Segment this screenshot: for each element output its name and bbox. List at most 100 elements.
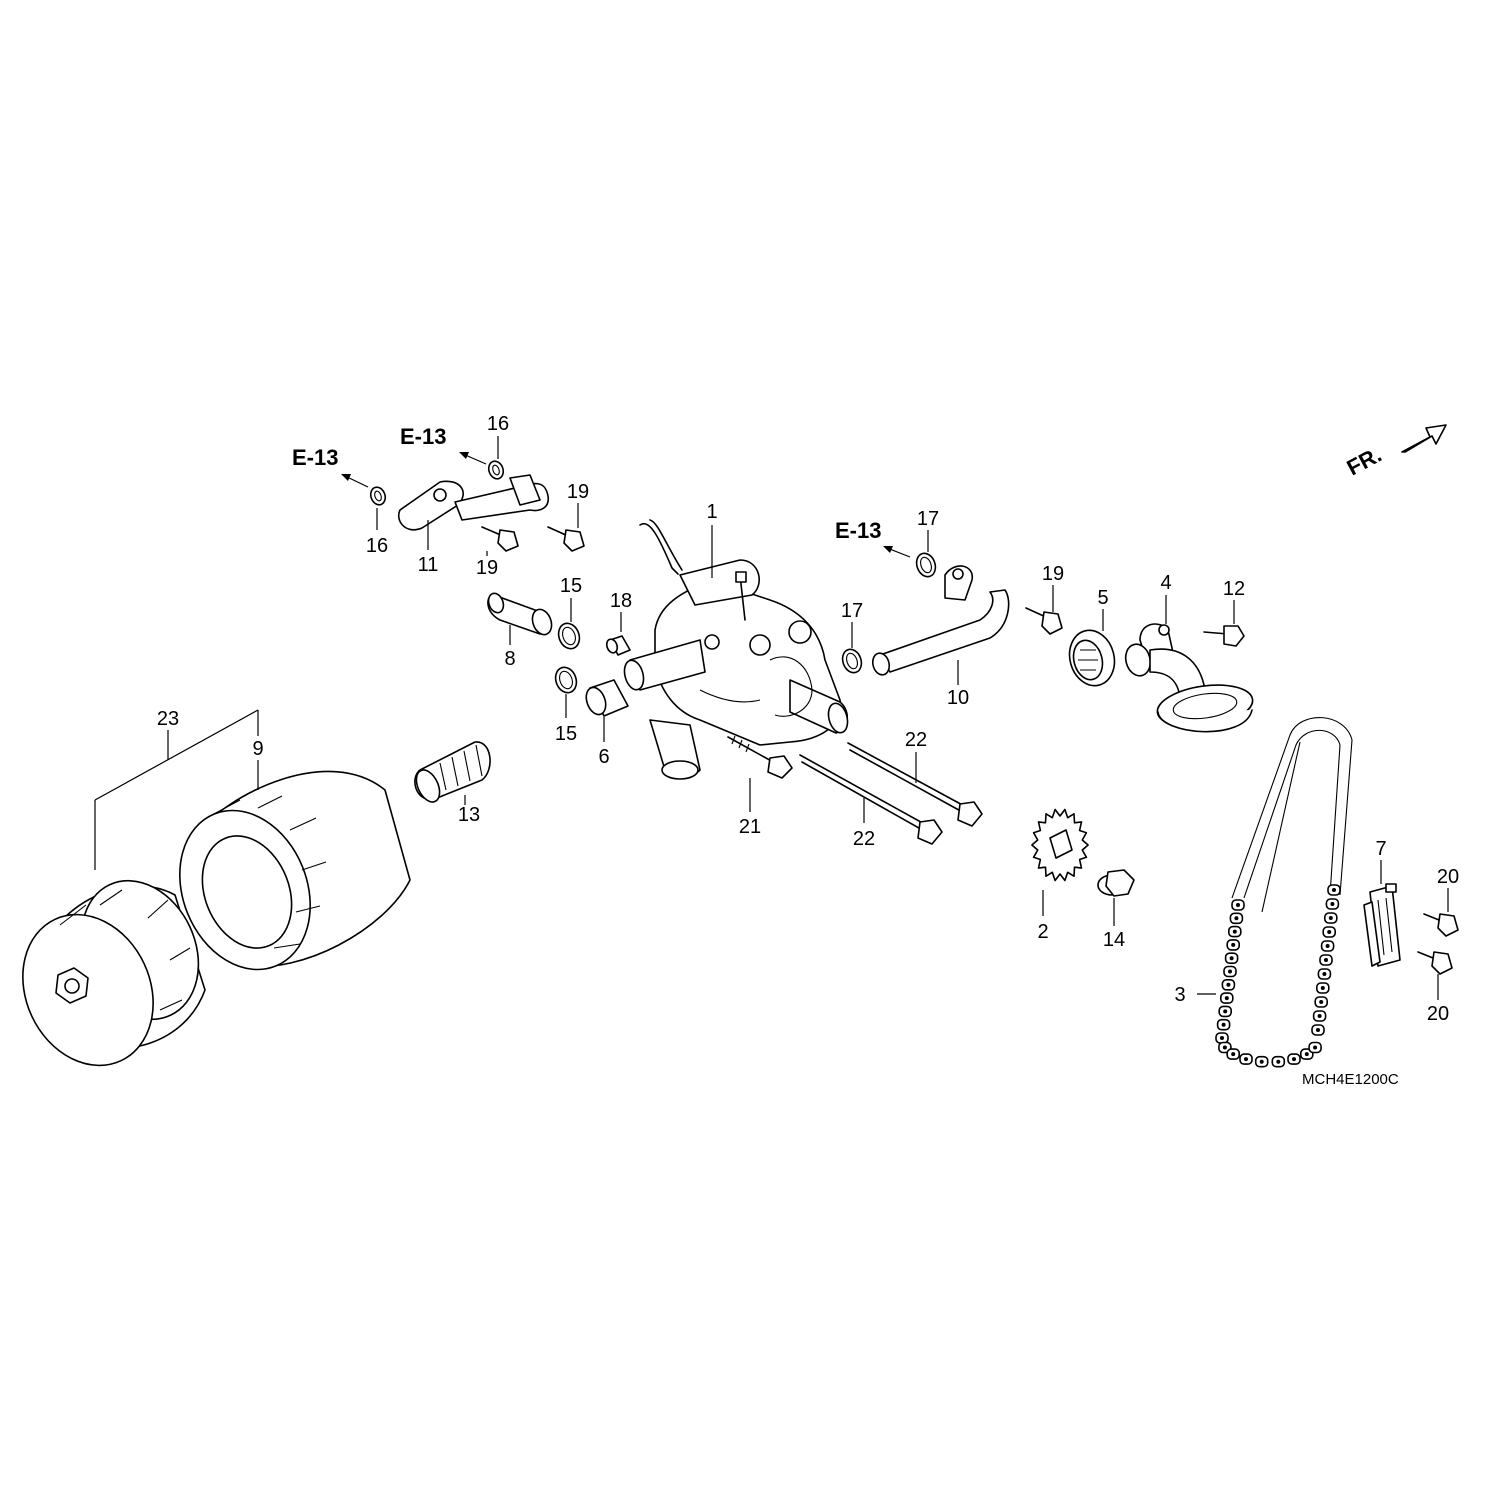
nipple-13 [414, 741, 491, 805]
o-ring-16-top [487, 436, 505, 480]
bolt-22-top [847, 742, 983, 827]
pump-boss-1 [788, 620, 812, 644]
o-ring-17-top [915, 530, 937, 578]
callout-10: 10 [947, 687, 969, 709]
o-ring-bore [492, 464, 500, 476]
chain-pin [1223, 1009, 1228, 1014]
callout-19-mid: 19 [1042, 563, 1064, 585]
bolt-head [497, 529, 519, 552]
bolt-14 [1097, 869, 1135, 926]
chain-outline-inner [1243, 729, 1341, 899]
ref-group-left: E-13 [292, 445, 369, 488]
callout-16-left: 16 [366, 535, 388, 557]
nipple-threads [439, 744, 483, 791]
bolt-head [1105, 869, 1135, 897]
ref-group-mid: E-13 [835, 518, 911, 558]
chain-pin [1327, 930, 1332, 934]
callout-13: 13 [458, 804, 480, 826]
chain-pin [1324, 958, 1328, 962]
bolt-head [917, 819, 943, 845]
chain-links [1215, 884, 1341, 1068]
callout-15-top: 15 [560, 575, 582, 597]
housing-flutes [59, 889, 191, 1011]
pipe-joint [509, 474, 541, 506]
chain-pin [1316, 1028, 1320, 1032]
pump-breather-tube-inner [649, 519, 683, 571]
relief-valve-8 [487, 592, 553, 645]
callout-21: 21 [739, 816, 761, 838]
bolt-head [563, 529, 585, 552]
filter-inner-ring [201, 835, 293, 949]
o-ring [554, 666, 578, 694]
flange-hole [1158, 624, 1170, 636]
arrow-head-icon [459, 452, 469, 459]
o-ring-bore [559, 670, 573, 690]
chain-pin [1330, 902, 1335, 906]
bolt-head [1431, 951, 1453, 975]
callout-9: 9 [252, 738, 263, 760]
o-ring-15-top [557, 598, 581, 650]
bolt-20-top [1423, 888, 1459, 937]
o-ring-bore [374, 490, 382, 502]
callout-12: 12 [1223, 578, 1245, 600]
callout-5: 5 [1097, 587, 1108, 609]
chain-outline-outer [1231, 717, 1353, 899]
chain-pin [1224, 996, 1229, 1001]
chain-pin [1229, 956, 1234, 961]
chain-pin [1221, 1022, 1226, 1027]
callout-6: 6 [598, 746, 609, 768]
pipe-end [871, 652, 891, 676]
pump-stud-cap [735, 571, 747, 583]
arrow-head-icon [341, 474, 351, 481]
callout-17-top: 17 [917, 508, 939, 530]
pump-breather-tube [639, 522, 679, 575]
drive-chain-3 [1197, 717, 1353, 1068]
o-ring [487, 460, 505, 480]
callout-22-bottom: 22 [853, 828, 875, 850]
chain-pin [1322, 972, 1327, 976]
chain-pin [1231, 942, 1236, 947]
chain-pin [1317, 1014, 1322, 1018]
chain-pin [1220, 1036, 1224, 1040]
o-ring [557, 622, 581, 650]
callout-11: 11 [418, 554, 439, 576]
bolt-20-bottom [1417, 951, 1453, 1000]
oil-filter-9 [179, 770, 411, 971]
bolt-19-mid [1025, 585, 1063, 635]
ref-e13-top: E-13 [400, 424, 446, 449]
callout-8: 8 [504, 648, 515, 670]
bolt-head [1041, 611, 1063, 635]
collar-end [585, 686, 607, 716]
pipe-flange [944, 565, 973, 601]
o-ring-15-bottom [554, 666, 578, 718]
callout-20-top: 20 [1437, 866, 1459, 888]
chain-pin [1244, 1057, 1248, 1062]
bolt-head [1437, 913, 1459, 937]
chain-pin [1276, 1059, 1281, 1064]
pipe-tube [879, 589, 1010, 673]
bolt-shank [799, 754, 929, 827]
o-ring [369, 486, 387, 506]
chain-pin [1236, 903, 1240, 907]
strainer-bottom [1157, 709, 1253, 733]
callout-18: 18 [610, 590, 632, 612]
arrow-head-icon [883, 546, 893, 553]
o-ring [841, 648, 863, 674]
chain-pin [1234, 916, 1239, 921]
pump-boss-2 [749, 634, 771, 656]
chain-pin [1228, 969, 1232, 974]
front-label: FR. [1343, 442, 1386, 481]
strainer-4 [1124, 595, 1254, 733]
pump-outlet-end [661, 760, 699, 780]
oil-pipe-10 [871, 565, 1010, 685]
chain-pin [1332, 888, 1336, 892]
bolt-19-left [481, 526, 519, 556]
chain-guide-7 [1363, 860, 1401, 967]
callout-19-left: 19 [476, 557, 498, 579]
bolt-21 [727, 735, 793, 812]
bolt-12 [1203, 600, 1245, 647]
bolt-19-right [547, 503, 585, 552]
o-ring-bore [562, 626, 576, 646]
chain-pin [1232, 929, 1237, 934]
